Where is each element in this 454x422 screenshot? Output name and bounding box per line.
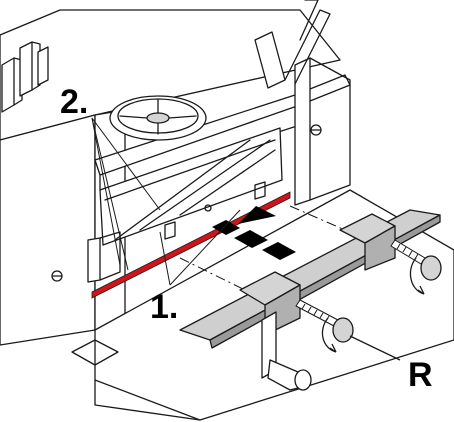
guide-lines [179,205,346,291]
handwheel [109,95,207,141]
paper-guide-fingers [1,41,49,113]
clamping-bar-assembly [179,209,442,391]
arrow-head-icon [238,206,276,224]
screw-icon [51,270,63,282]
callout-label-1: 1. [150,288,178,326]
cutting-head [87,57,351,283]
insert-arrow [212,206,296,260]
callout-leaders [91,117,241,286]
callout-label-2: 2. [60,83,88,121]
clamp-lever [254,0,331,89]
knob-front [332,317,354,343]
post-screw-icon [310,124,322,136]
table-marker [71,339,119,366]
callout-label-r: R [408,356,433,394]
knob-rear [420,255,442,281]
